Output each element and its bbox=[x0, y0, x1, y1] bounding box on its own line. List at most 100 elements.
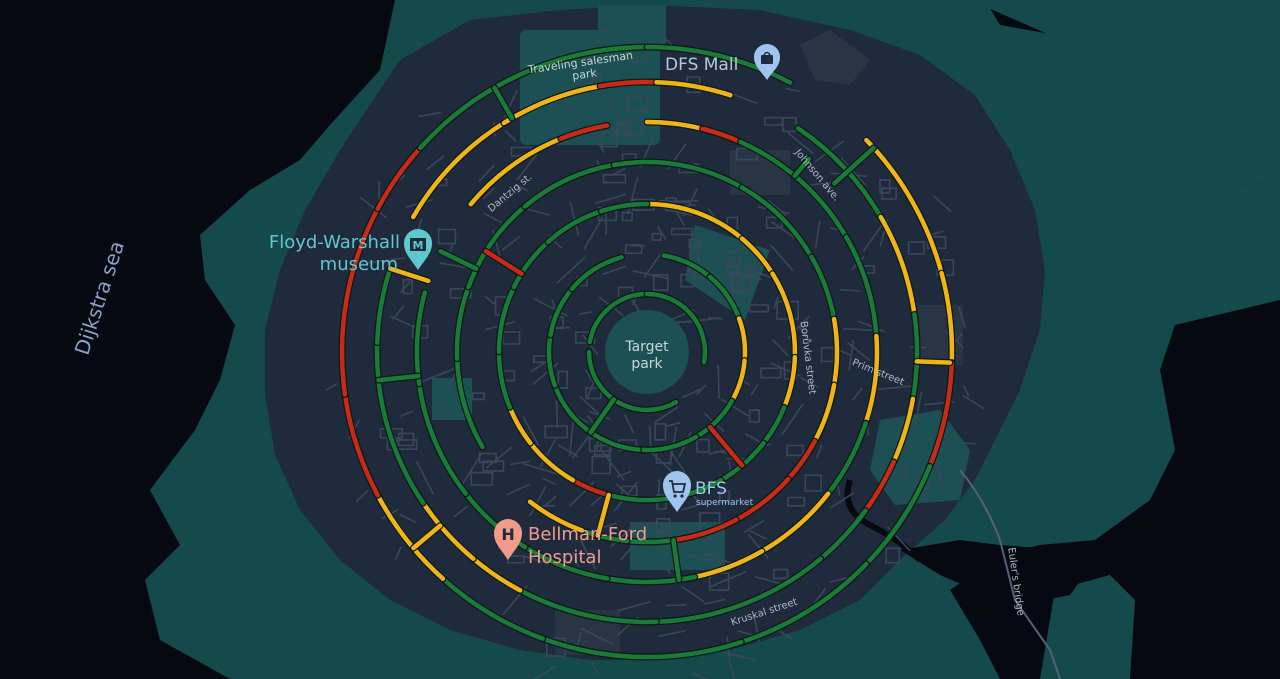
traffic-segment-43[interactable] bbox=[416, 381, 469, 496]
traffic-segment-1[interactable] bbox=[939, 270, 955, 365]
traffic-segment-56[interactable] bbox=[671, 517, 739, 543]
bfs-supermarket-poi[interactable]: BFS supermarket bbox=[663, 471, 754, 512]
traffic-segment-59[interactable] bbox=[527, 499, 585, 533]
traffic-segment-37[interactable] bbox=[825, 420, 868, 496]
traffic-segment-0[interactable] bbox=[864, 137, 944, 276]
traffic-segment-30[interactable] bbox=[468, 136, 564, 207]
museum-icon[interactable]: M bbox=[404, 229, 432, 270]
target-park[interactable] bbox=[605, 310, 689, 394]
traffic-segment-17[interactable] bbox=[654, 79, 733, 98]
traffic-segment-81[interactable] bbox=[636, 434, 699, 453]
traffic-segment-82[interactable] bbox=[588, 430, 641, 452]
street-line bbox=[532, 362, 559, 386]
traffic-segment-8[interactable] bbox=[342, 392, 380, 498]
traffic-segment-41[interactable] bbox=[522, 544, 610, 581]
dfs-mall-label: DFS Mall bbox=[665, 55, 738, 75]
street-line bbox=[571, 432, 592, 459]
traffic-segment-74[interactable] bbox=[545, 208, 604, 245]
traffic-segment-51[interactable] bbox=[809, 254, 837, 322]
traffic-segment-75[interactable] bbox=[599, 201, 650, 214]
traffic-segment-7[interactable] bbox=[375, 492, 446, 581]
traffic-segment-3[interactable] bbox=[864, 464, 933, 567]
traffic-segment-5[interactable] bbox=[540, 636, 744, 660]
traffic-segment-39[interactable] bbox=[692, 548, 765, 580]
traffic-segment-19[interactable] bbox=[878, 214, 917, 317]
traffic-segment-95[interactable] bbox=[438, 248, 479, 271]
traffic-segment-42[interactable] bbox=[463, 491, 528, 550]
street-line bbox=[653, 274, 669, 292]
traffic-segment-91[interactable] bbox=[832, 145, 876, 186]
traffic-segment-34[interactable] bbox=[738, 139, 849, 240]
traffic-segment-49[interactable] bbox=[611, 159, 745, 190]
street-line bbox=[624, 244, 643, 254]
dfs-mall-poi[interactable]: DFS Mall bbox=[665, 44, 780, 80]
traffic-segment-28[interactable] bbox=[374, 340, 426, 506]
traffic-segment-35[interactable] bbox=[843, 234, 879, 339]
traffic-segment-96[interactable] bbox=[671, 537, 682, 583]
traffic-segment-55[interactable] bbox=[733, 476, 791, 523]
traffic-segment-101[interactable] bbox=[792, 156, 812, 179]
traffic-segment-88[interactable] bbox=[644, 291, 708, 365]
traffic-segment-46[interactable] bbox=[454, 284, 471, 361]
traffic-segment-40[interactable] bbox=[604, 574, 698, 585]
street-line bbox=[782, 117, 797, 133]
traffic-segment-100[interactable] bbox=[588, 397, 616, 435]
traffic-segment-48[interactable] bbox=[522, 162, 617, 209]
traffic-segment-92[interactable] bbox=[914, 359, 953, 365]
traffic-segment-20[interactable] bbox=[910, 312, 920, 402]
traffic-segment-83[interactable] bbox=[552, 383, 594, 435]
traffic-segment-10[interactable] bbox=[375, 145, 423, 212]
traffic-segment-9[interactable] bbox=[339, 206, 380, 397]
traffic-segment-11[interactable] bbox=[418, 66, 535, 151]
traffic-segment-102[interactable] bbox=[376, 373, 421, 383]
street-line bbox=[580, 627, 614, 646]
traffic-segment-29[interactable] bbox=[374, 266, 393, 345]
hospital-poi[interactable]: H Bellman-Ford Hospital bbox=[494, 519, 647, 568]
street-line bbox=[703, 598, 726, 605]
east-shore bbox=[970, 0, 1280, 185]
traffic-segment-97[interactable] bbox=[483, 249, 524, 276]
traffic-segment-99[interactable] bbox=[707, 424, 745, 468]
hospital-icon[interactable]: H bbox=[494, 519, 522, 560]
traffic-segment-18[interactable] bbox=[795, 125, 884, 220]
shopping-cart-icon[interactable] bbox=[663, 471, 691, 512]
traffic-segment-45[interactable] bbox=[454, 356, 485, 450]
traffic-segment-13[interactable] bbox=[644, 44, 793, 85]
street-line bbox=[787, 132, 814, 155]
traffic-segment-60[interactable] bbox=[644, 201, 745, 241]
traffic-segment-77[interactable] bbox=[707, 274, 742, 321]
traffic-rings[interactable] bbox=[338, 43, 956, 661]
traffic-segment-72[interactable] bbox=[496, 284, 517, 355]
traffic-segment-76[interactable] bbox=[661, 253, 713, 280]
traffic-segment-62[interactable] bbox=[770, 271, 798, 360]
traffic-segment-98[interactable] bbox=[595, 492, 611, 538]
traffic-segment-52[interactable] bbox=[831, 316, 840, 388]
traffic-segment-94[interactable] bbox=[387, 266, 431, 284]
traffic-segment-38[interactable] bbox=[759, 491, 831, 554]
traffic-segment-12[interactable] bbox=[530, 44, 650, 72]
traffic-segment-2[interactable] bbox=[927, 360, 955, 469]
museum-poi[interactable]: Floyd-Warshall museum M bbox=[269, 229, 432, 275]
traffic-segment-47[interactable] bbox=[466, 204, 528, 290]
traffic-segment-86[interactable] bbox=[569, 255, 624, 292]
traffic-segment-14[interactable] bbox=[410, 120, 507, 220]
traffic-segment-90[interactable] bbox=[492, 85, 515, 121]
traffic-segment-80[interactable] bbox=[693, 398, 735, 440]
traffic-segment-84[interactable] bbox=[546, 332, 558, 388]
traffic-segment-27[interactable] bbox=[420, 500, 476, 562]
traffic-segment-24[interactable] bbox=[654, 556, 823, 625]
street-line bbox=[626, 95, 649, 112]
traffic-segment-4[interactable] bbox=[739, 561, 869, 645]
traffic-segment-31[interactable] bbox=[558, 123, 610, 141]
traffic-segment-36[interactable] bbox=[863, 333, 880, 426]
street-line bbox=[484, 295, 497, 306]
traffic-segment-25[interactable] bbox=[517, 588, 659, 625]
traffic-segment-85[interactable] bbox=[548, 286, 575, 338]
traffic-segment-87[interactable] bbox=[587, 291, 650, 345]
traffic-segment-6[interactable] bbox=[440, 576, 545, 641]
traffic-segment-93[interactable] bbox=[411, 523, 443, 551]
shopping-bag-icon[interactable] bbox=[754, 44, 780, 80]
traffic-segment-50[interactable] bbox=[739, 185, 814, 260]
traffic-segment-89[interactable] bbox=[586, 349, 679, 413]
